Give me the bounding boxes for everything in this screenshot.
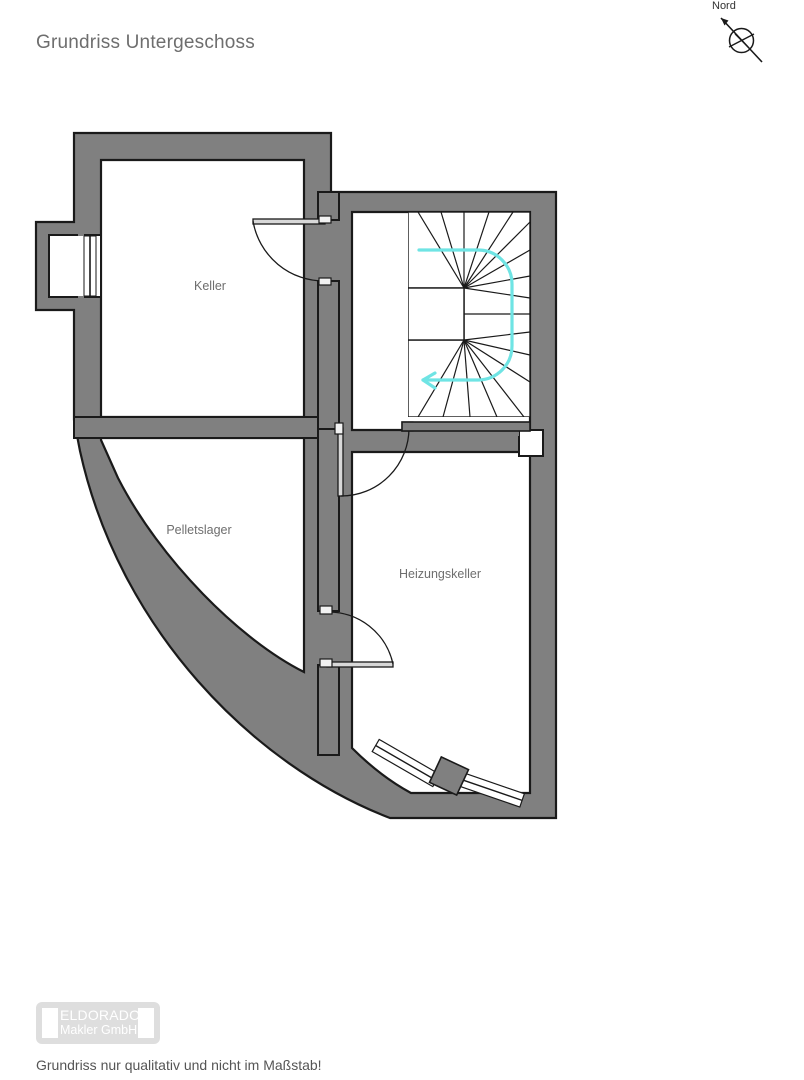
- compass-north-arrow-icon: [720, 17, 763, 63]
- page-title: Grundriss Untergeschoss: [36, 32, 255, 53]
- logo-line-1: ELDORADO: [60, 1007, 141, 1023]
- logo-bar-left: [42, 1008, 58, 1038]
- eldorado-logo: ELDORADO Makler GmbH: [36, 1002, 160, 1044]
- compass-north-label: Nord: [712, 0, 736, 12]
- chimney-niche: [518, 429, 544, 457]
- interior-partitions: [73, 191, 340, 756]
- room-label-pelletslager: Pelletslager: [166, 523, 231, 537]
- door-pelletslager: [319, 605, 394, 668]
- room-label-keller: Keller: [194, 279, 226, 293]
- window-west: [78, 232, 97, 300]
- logo-line-2: Makler GmbH: [60, 1023, 138, 1038]
- disclaimer-caption: Grundriss nur qualitativ und nicht im Ma…: [36, 1057, 322, 1073]
- door-heizungskeller-upper: [334, 421, 531, 497]
- floorplan-drawing: Keller Pelletslager Heizungskeller: [34, 131, 558, 820]
- logo-bar-right: [138, 1008, 154, 1038]
- door-keller-hall: [252, 215, 332, 286]
- wall-pier-south: [428, 755, 470, 797]
- staircase: [408, 212, 531, 417]
- logo-text: ELDORADO Makler GmbH: [60, 1007, 140, 1037]
- compass-rose: Nord: [700, 0, 804, 80]
- room-label-heizungskeller: Heizungskeller: [399, 567, 481, 581]
